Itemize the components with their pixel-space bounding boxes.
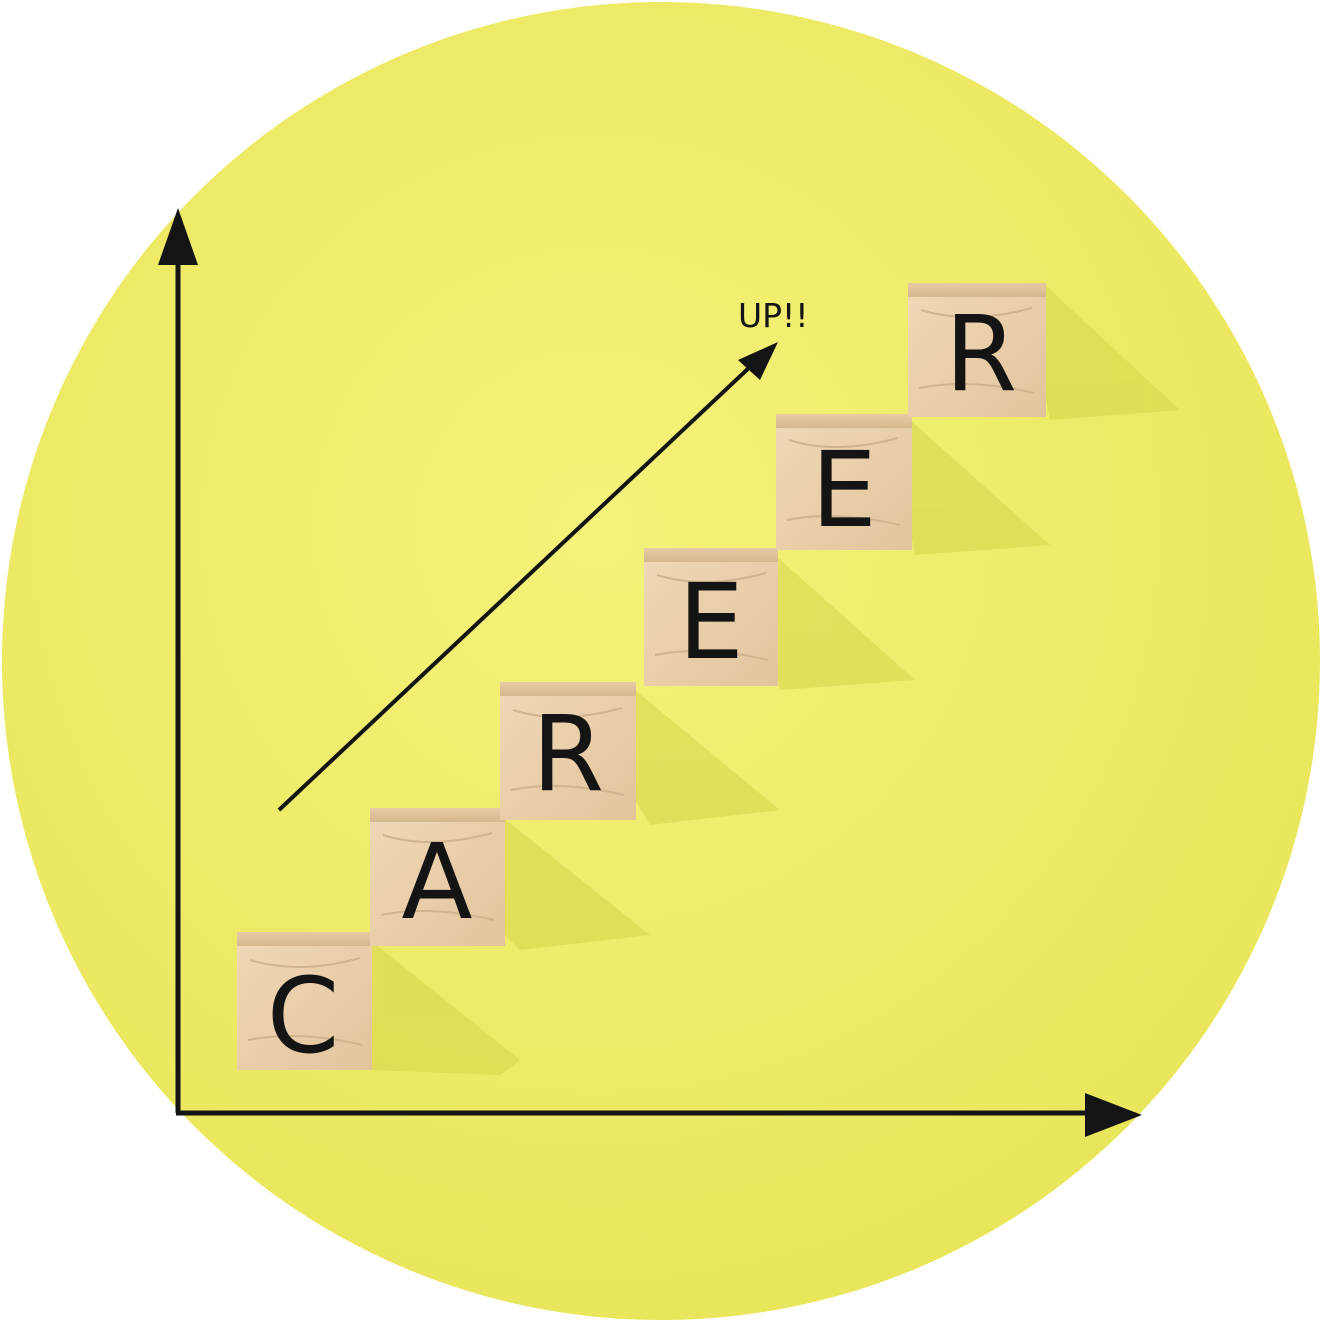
trend-arrow-head-icon (738, 342, 778, 380)
block-C: C (237, 932, 372, 1077)
block-letter: A (401, 821, 472, 943)
block-R-second: R (908, 283, 1046, 417)
y-axis-arrow-icon (158, 208, 198, 265)
trend-arrow-line (277, 363, 754, 812)
block-A: A (370, 808, 505, 946)
block-R-first: R (500, 682, 636, 820)
block-letter: R (945, 293, 1017, 415)
block-E-second: E (776, 414, 912, 551)
block-letter: E (678, 561, 744, 683)
block-shadows (370, 285, 1180, 1075)
block-letter: R (532, 693, 604, 815)
trend-label: UP!! (738, 296, 809, 335)
block-E-first: E (644, 548, 778, 686)
chart-axes (175, 260, 1090, 1116)
x-axis-arrow-icon (1085, 1093, 1142, 1137)
block-letter: E (811, 429, 877, 551)
block-letter: C (267, 955, 340, 1077)
